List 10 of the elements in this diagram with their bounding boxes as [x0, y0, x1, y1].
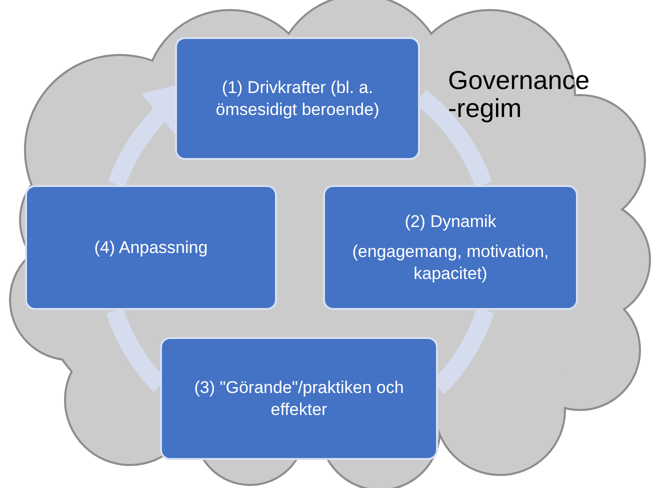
- box-label: (1) Drivkrafter (bl. a. ömsesidigt beroende): [214, 76, 380, 120]
- process-box: [25, 185, 277, 310]
- process-box: [175, 37, 420, 160]
- cloud-label: Governance -regim: [448, 66, 591, 122]
- box-label: (3) "Görande"/praktiken och effekter: [193, 376, 405, 420]
- box-label: (2) Dynamik: [404, 210, 496, 232]
- process-box: [323, 185, 578, 310]
- process-box: [160, 337, 438, 460]
- box-label: (4) Anpassning: [94, 236, 208, 258]
- box-label: (engagemang, motivation, kapacitet): [351, 240, 550, 284]
